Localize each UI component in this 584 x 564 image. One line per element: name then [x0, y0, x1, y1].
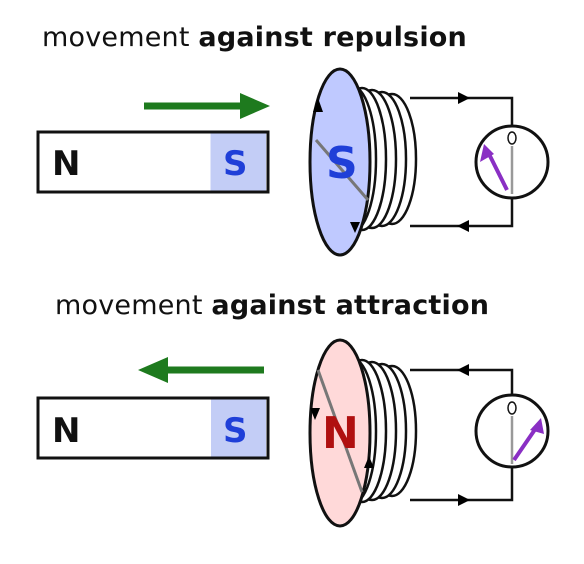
- circuit-wires: [410, 368, 514, 502]
- coil-wire-diagonal: [316, 369, 364, 493]
- caption-prefix: movement: [42, 22, 199, 53]
- motion-arrow-right-icon: [144, 93, 270, 119]
- coil-face: [308, 67, 372, 257]
- wire-arrow-icon: [458, 92, 470, 104]
- magnet-pole-s: S: [223, 144, 248, 184]
- panel-attraction: N S N: [36, 338, 550, 528]
- magnet-pole-s: S: [223, 411, 248, 451]
- galvanometer: [474, 124, 550, 200]
- bar-magnet: N S: [36, 130, 270, 194]
- meter-needle: [512, 426, 538, 462]
- current-arrow-icon: [364, 456, 374, 468]
- motion-arrow-left-icon: [138, 357, 264, 383]
- needle-tip-icon: [480, 144, 494, 162]
- meter-needle: [486, 151, 509, 191]
- bar-magnet: N S: [36, 396, 270, 460]
- caption-prefix: movement: [55, 290, 212, 321]
- panel-repulsion: N S S: [36, 67, 550, 257]
- wire-arrow-icon: [458, 494, 470, 506]
- coil-pole-n: N: [322, 408, 359, 459]
- circuit-wires: [410, 96, 514, 228]
- caption-attraction: movement against attraction: [55, 290, 489, 321]
- current-arrow-icon: [313, 98, 323, 112]
- caption-bold: against repulsion: [198, 22, 467, 53]
- wire-arrow-icon: [457, 364, 469, 376]
- current-arrow-icon: [350, 222, 360, 233]
- coil-pole-s: S: [326, 138, 358, 189]
- current-arrow-icon: [310, 408, 320, 420]
- magnet-pole-n: N: [52, 411, 80, 451]
- needle-tip-icon: [530, 418, 544, 434]
- coil-wire-diagonal: [314, 139, 370, 201]
- magnet-pole-n: N: [52, 144, 80, 184]
- caption-repulsion: movement against repulsion: [42, 22, 467, 53]
- wire-arrow-icon: [457, 220, 469, 232]
- galvanometer: [474, 393, 550, 469]
- caption-bold: against attraction: [211, 290, 490, 321]
